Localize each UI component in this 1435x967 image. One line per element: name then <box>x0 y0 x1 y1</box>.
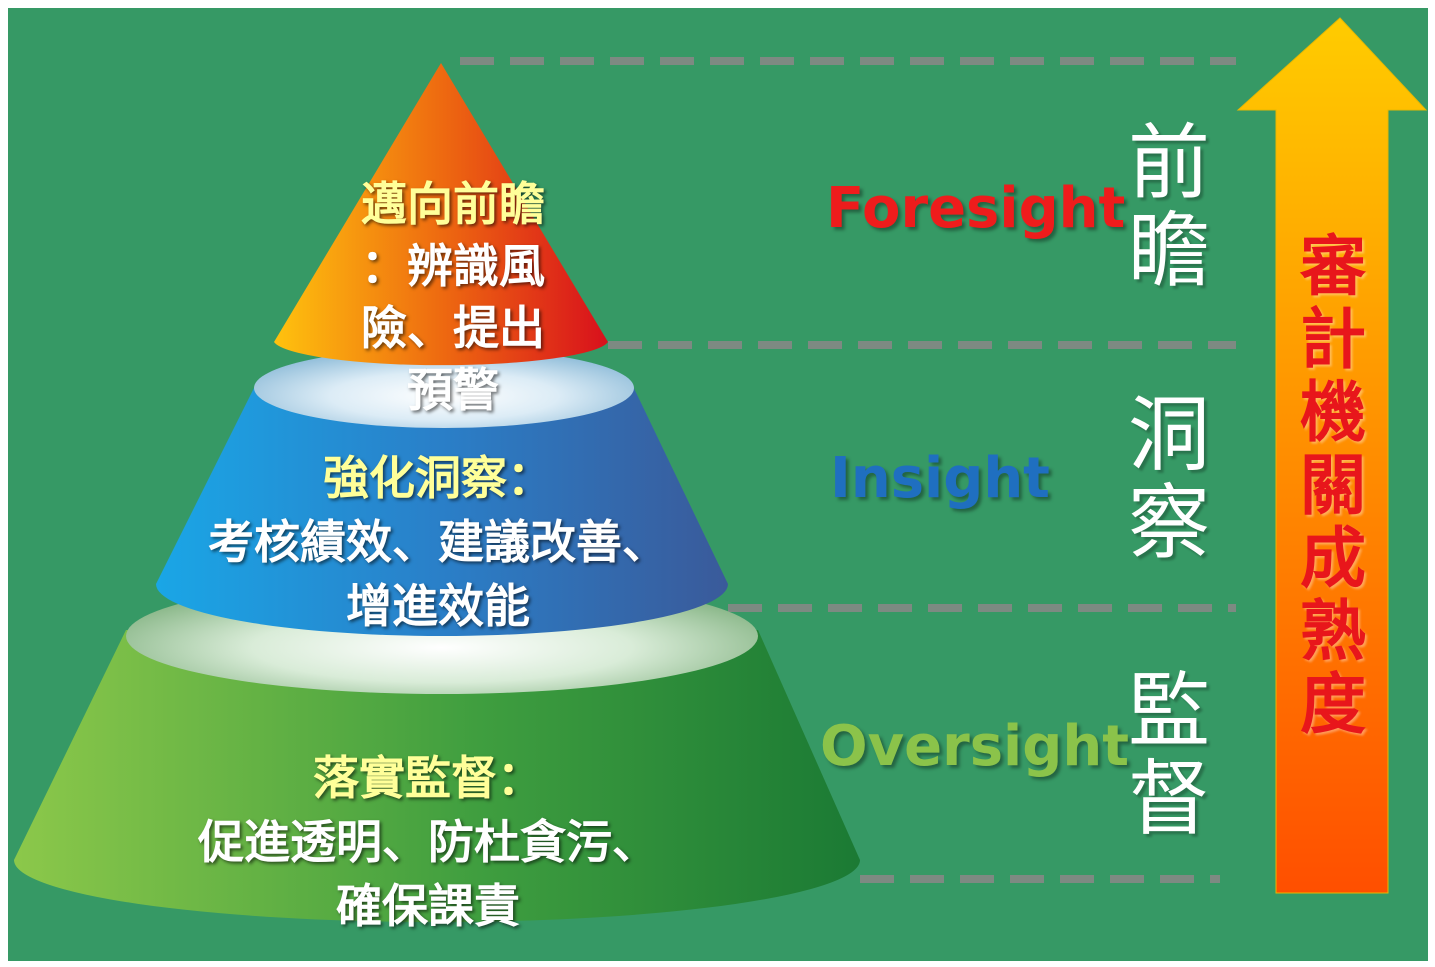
middle-tier-text: 強化洞察： 考核績效、建議改善、 增進效能 <box>158 446 718 638</box>
maturity-arrow <box>1236 17 1428 894</box>
bottom-tier-line: 確保課責 <box>336 879 520 933</box>
foresight-label: Foresight <box>826 176 1126 241</box>
pyramid-graphic <box>14 17 1428 922</box>
pyramid-tier-middle <box>156 348 728 636</box>
oversight-label: Oversight <box>820 714 1129 779</box>
insight-chinese: 洞 察 <box>1127 388 1210 571</box>
top-tier-text: 邁向前瞻 ：辨識風 險、提出 預警 <box>338 173 568 421</box>
pyramid-tier-top <box>274 63 608 366</box>
dashed-separators <box>460 57 1236 883</box>
top-tier-line: 預警 <box>407 363 499 417</box>
bottom-tier-text: 落實監督： 促進透明、防杜貪污、 確保課責 <box>148 746 708 938</box>
bottom-tier-heading: 落實監督： <box>313 751 543 805</box>
oversight-chinese: 監 督 <box>1127 664 1210 847</box>
top-tier-line: ：辨識風 <box>361 239 545 293</box>
foresight-chinese: 前 瞻 <box>1127 116 1210 299</box>
insight-label: Insight <box>830 446 1050 511</box>
diagram-canvas: 邁向前瞻 ：辨識風 險、提出 預警 強化洞察： 考核績效、建議改善、 增進效能 … <box>8 8 1428 961</box>
middle-tier-line: 增進效能 <box>346 579 530 633</box>
maturity-label: 審 計 機 關 成 熟 度 <box>1300 228 1366 743</box>
middle-tier-line: 考核績效、建議改善、 <box>208 515 668 569</box>
bottom-tier-line: 促進透明、防杜貪污、 <box>198 815 658 869</box>
top-tier-line: 險、提出 <box>361 301 545 355</box>
middle-tier-heading: 強化洞察： <box>323 451 553 505</box>
top-tier-heading: 邁向前瞻 <box>361 177 545 231</box>
